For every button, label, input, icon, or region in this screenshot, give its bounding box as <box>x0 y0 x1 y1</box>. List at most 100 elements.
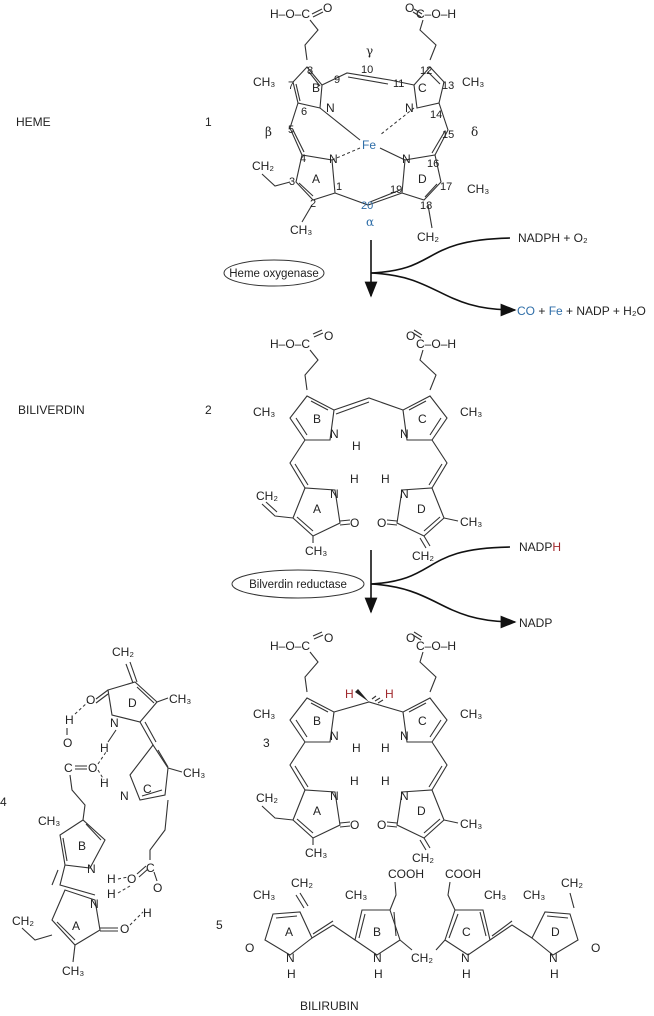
pos-2: 2 <box>310 198 316 210</box>
heme-acid-right-o: O <box>405 1 414 15</box>
c4-ch3-c: CH₃ <box>183 766 205 780</box>
br-h-b: H <box>352 741 361 755</box>
pos-13: 13 <box>442 80 454 92</box>
bv-acid-left-o: O <box>324 329 333 343</box>
bv-n-b: N <box>330 427 339 441</box>
bil-ring-a: A <box>285 925 293 939</box>
bilirubin-linear-structure: CH₃ CH₂ O N H A CH₃ COOH B N H CH₂ COOH … <box>245 867 600 981</box>
pos-8: 8 <box>307 65 313 77</box>
pos-3: 3 <box>289 176 295 188</box>
c4-n-d: N <box>110 716 119 730</box>
compound-number-4: 4 <box>0 795 7 809</box>
c4-o-2: O <box>88 761 97 775</box>
heme-acid-right: C–O–H <box>416 7 456 21</box>
c4-ch2-a: CH₂ <box>12 914 34 928</box>
c4-h-2: H <box>100 741 109 755</box>
br-h-bridge-2: H <box>385 687 394 701</box>
c4-o-4: O <box>153 881 162 895</box>
bv-ch3-a: CH₃ <box>305 544 327 558</box>
meso-gamma: γ <box>366 44 373 58</box>
bv-acid-right-o: O <box>406 329 415 343</box>
c4-c-2: C <box>146 861 155 875</box>
bil-o-a: O <box>245 941 254 955</box>
br-o-a: O <box>350 818 359 832</box>
heme-ring-b: B <box>312 81 320 95</box>
br-ring-b: B <box>313 714 321 728</box>
bil-h-a: H <box>287 967 296 981</box>
bv-ch3-b: CH₃ <box>253 405 275 419</box>
bv-ring-a: A <box>313 502 321 516</box>
bil-ch2-a: CH₂ <box>291 876 313 890</box>
bil-n-d: N <box>549 951 558 965</box>
bil-ch3-b: CH₃ <box>345 888 367 902</box>
pos-16: 16 <box>427 158 439 170</box>
c4-o-3: O <box>127 872 136 886</box>
heme-ch2-18: CH₂ <box>417 230 439 244</box>
meso-delta: δ <box>471 125 478 139</box>
pos-19: 19 <box>390 184 402 196</box>
bil-h-c: H <box>462 967 471 981</box>
heme-ch3-13: CH₃ <box>462 75 484 89</box>
bv-n-c: N <box>400 427 409 441</box>
bil-h-b: H <box>374 967 383 981</box>
step-biliverdin-reductase: Bilverdin reductase NADPH NADP <box>231 540 561 630</box>
br-h-c: H <box>381 741 390 755</box>
heme-n-a: N <box>329 152 338 166</box>
c4-ring-d: D <box>128 696 137 710</box>
c4-ch3-a: CH₃ <box>62 964 84 978</box>
bv-o-a: O <box>350 516 359 530</box>
compound-number-1: 1 <box>205 115 212 129</box>
c4-ring-c: C <box>143 782 152 796</box>
bil-ring-c: C <box>462 925 471 939</box>
br-ch3-c: CH₃ <box>460 707 482 721</box>
br-n-c: N <box>400 729 409 743</box>
heme-acid-left-o: O <box>323 1 332 15</box>
bil-ch2-d: CH₂ <box>561 876 583 890</box>
br-h-d: H <box>381 774 390 788</box>
pos-20: 20 <box>361 200 373 212</box>
c4-h-6: H <box>107 887 116 901</box>
compound-name-heme: HEME <box>16 115 51 129</box>
heme-structure: H–O–C O O C–O–H Fe <box>252 1 489 244</box>
bil-h-d: H <box>550 967 559 981</box>
pos-1: 1 <box>336 181 342 193</box>
pos-4: 4 <box>300 153 306 165</box>
br-n-a: N <box>330 789 339 803</box>
c4-h-1: H <box>65 713 74 727</box>
enzyme-ellipse-2 <box>231 569 365 599</box>
bil-n-b: N <box>373 951 382 965</box>
bv-ch3-c: CH₃ <box>460 405 482 419</box>
bv-ring-d: D <box>417 502 426 516</box>
heme-ring-c: C <box>418 81 427 95</box>
bil-n-a: N <box>286 951 295 965</box>
pos-11: 11 <box>393 78 404 90</box>
br-ch2-d: CH₂ <box>412 851 434 865</box>
br-n-b: N <box>330 729 339 743</box>
bil-ring-d: D <box>551 925 560 939</box>
bil-n-c: N <box>461 951 470 965</box>
heme-n-d: N <box>402 152 411 166</box>
bil-cooh-b: COOH <box>388 867 424 881</box>
compound-number-3: 3 <box>263 736 270 750</box>
br-ch3-b: CH₃ <box>253 707 275 721</box>
br-n-d: N <box>400 789 409 803</box>
c4-ch3-d: CH₃ <box>169 692 191 706</box>
heme-ch3-17: CH₃ <box>467 182 489 196</box>
br-ch3-d: CH₃ <box>460 817 482 831</box>
c4-n-b: N <box>87 862 96 876</box>
meso-alpha: α <box>366 215 374 229</box>
compound-number-2: 2 <box>205 403 212 417</box>
heme-ch3-7: CH₃ <box>253 75 275 89</box>
compound-name-biliverdin: BILIVERDIN <box>18 403 85 417</box>
c4-ch2-d: CH₂ <box>112 645 134 659</box>
bil-o-d: O <box>591 941 600 955</box>
reductase-input: NADPH <box>519 540 561 554</box>
br-ring-a: A <box>313 804 321 818</box>
bv-ch2-a: CH₂ <box>256 489 278 503</box>
bv-h-a: H <box>350 472 359 486</box>
pos-10: 10 <box>361 64 373 76</box>
pos-9: 9 <box>334 74 340 86</box>
bv-ch3-d: CH₃ <box>460 515 482 529</box>
heme-ch3-2: CH₃ <box>290 223 312 237</box>
